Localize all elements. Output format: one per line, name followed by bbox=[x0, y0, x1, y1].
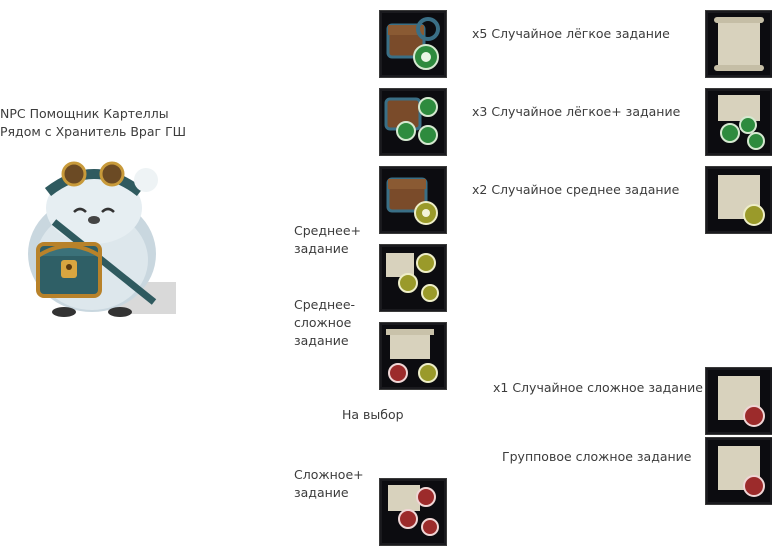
scroll-icon bbox=[714, 17, 764, 71]
medium-plus-label-2: задание bbox=[294, 241, 349, 256]
chest-three-green-seals-icon bbox=[384, 97, 438, 145]
scroll-medium-hard-tile[interactable] bbox=[379, 322, 447, 390]
scroll-yellow-seals-icon bbox=[386, 253, 439, 302]
scroll-red-seal-icon bbox=[718, 446, 765, 497]
reward-label-hard: x1 Случайное сложное задание bbox=[493, 380, 703, 395]
scroll-medium-tile[interactable] bbox=[705, 166, 772, 234]
scroll-yellow-seal-icon bbox=[718, 175, 765, 226]
scroll-hard-tile[interactable] bbox=[705, 367, 772, 435]
reward-label-medium: x2 Случайное среднее задание bbox=[472, 182, 680, 197]
reward-label-easy-plus: x3 Случайное лёгкое+ задание bbox=[472, 104, 681, 119]
medium-hard-label-2: сложное bbox=[294, 315, 352, 330]
scroll-red-yellow-seals-icon bbox=[386, 329, 438, 383]
scroll-hard-plus-tile[interactable] bbox=[379, 478, 447, 546]
reward-label-group-hard: Групповое сложное задание bbox=[502, 449, 692, 464]
scroll-easy-plus-tile[interactable] bbox=[705, 88, 772, 156]
choice-label: На выбор bbox=[342, 407, 404, 422]
scroll-red-seals-icon bbox=[388, 485, 439, 536]
chest-medium-tile[interactable] bbox=[379, 166, 447, 234]
scroll-red-seal-icon bbox=[718, 376, 765, 427]
scroll-easy-tile[interactable] bbox=[705, 10, 772, 78]
medium-plus-label-1: Среднее+ bbox=[294, 223, 362, 238]
scroll-group-hard-tile[interactable] bbox=[705, 437, 772, 505]
npc-portrait bbox=[14, 152, 176, 320]
hard-plus-label-1: Сложное+ bbox=[294, 467, 364, 482]
chest-easy-plus-tile[interactable] bbox=[379, 88, 447, 156]
reward-label-easy: x5 Случайное лёгкое задание bbox=[472, 26, 670, 41]
medium-hard-label-3: задание bbox=[294, 333, 349, 348]
scroll-medium-plus-tile[interactable] bbox=[379, 244, 447, 312]
medium-hard-label-1: Среднее- bbox=[294, 297, 356, 312]
furry-creature-icon bbox=[28, 161, 176, 317]
chest-green-seal-icon bbox=[386, 17, 440, 70]
chest-easy-tile[interactable] bbox=[379, 10, 447, 78]
npc-location: Рядом с Хранитель Враг ГШ bbox=[0, 124, 187, 139]
scroll-green-seals-icon bbox=[718, 95, 765, 150]
chest-yellow-seal-icon bbox=[386, 177, 438, 225]
hard-plus-label-2: задание bbox=[294, 485, 349, 500]
npc-name: NPC Помощник Картеллы bbox=[0, 106, 169, 121]
